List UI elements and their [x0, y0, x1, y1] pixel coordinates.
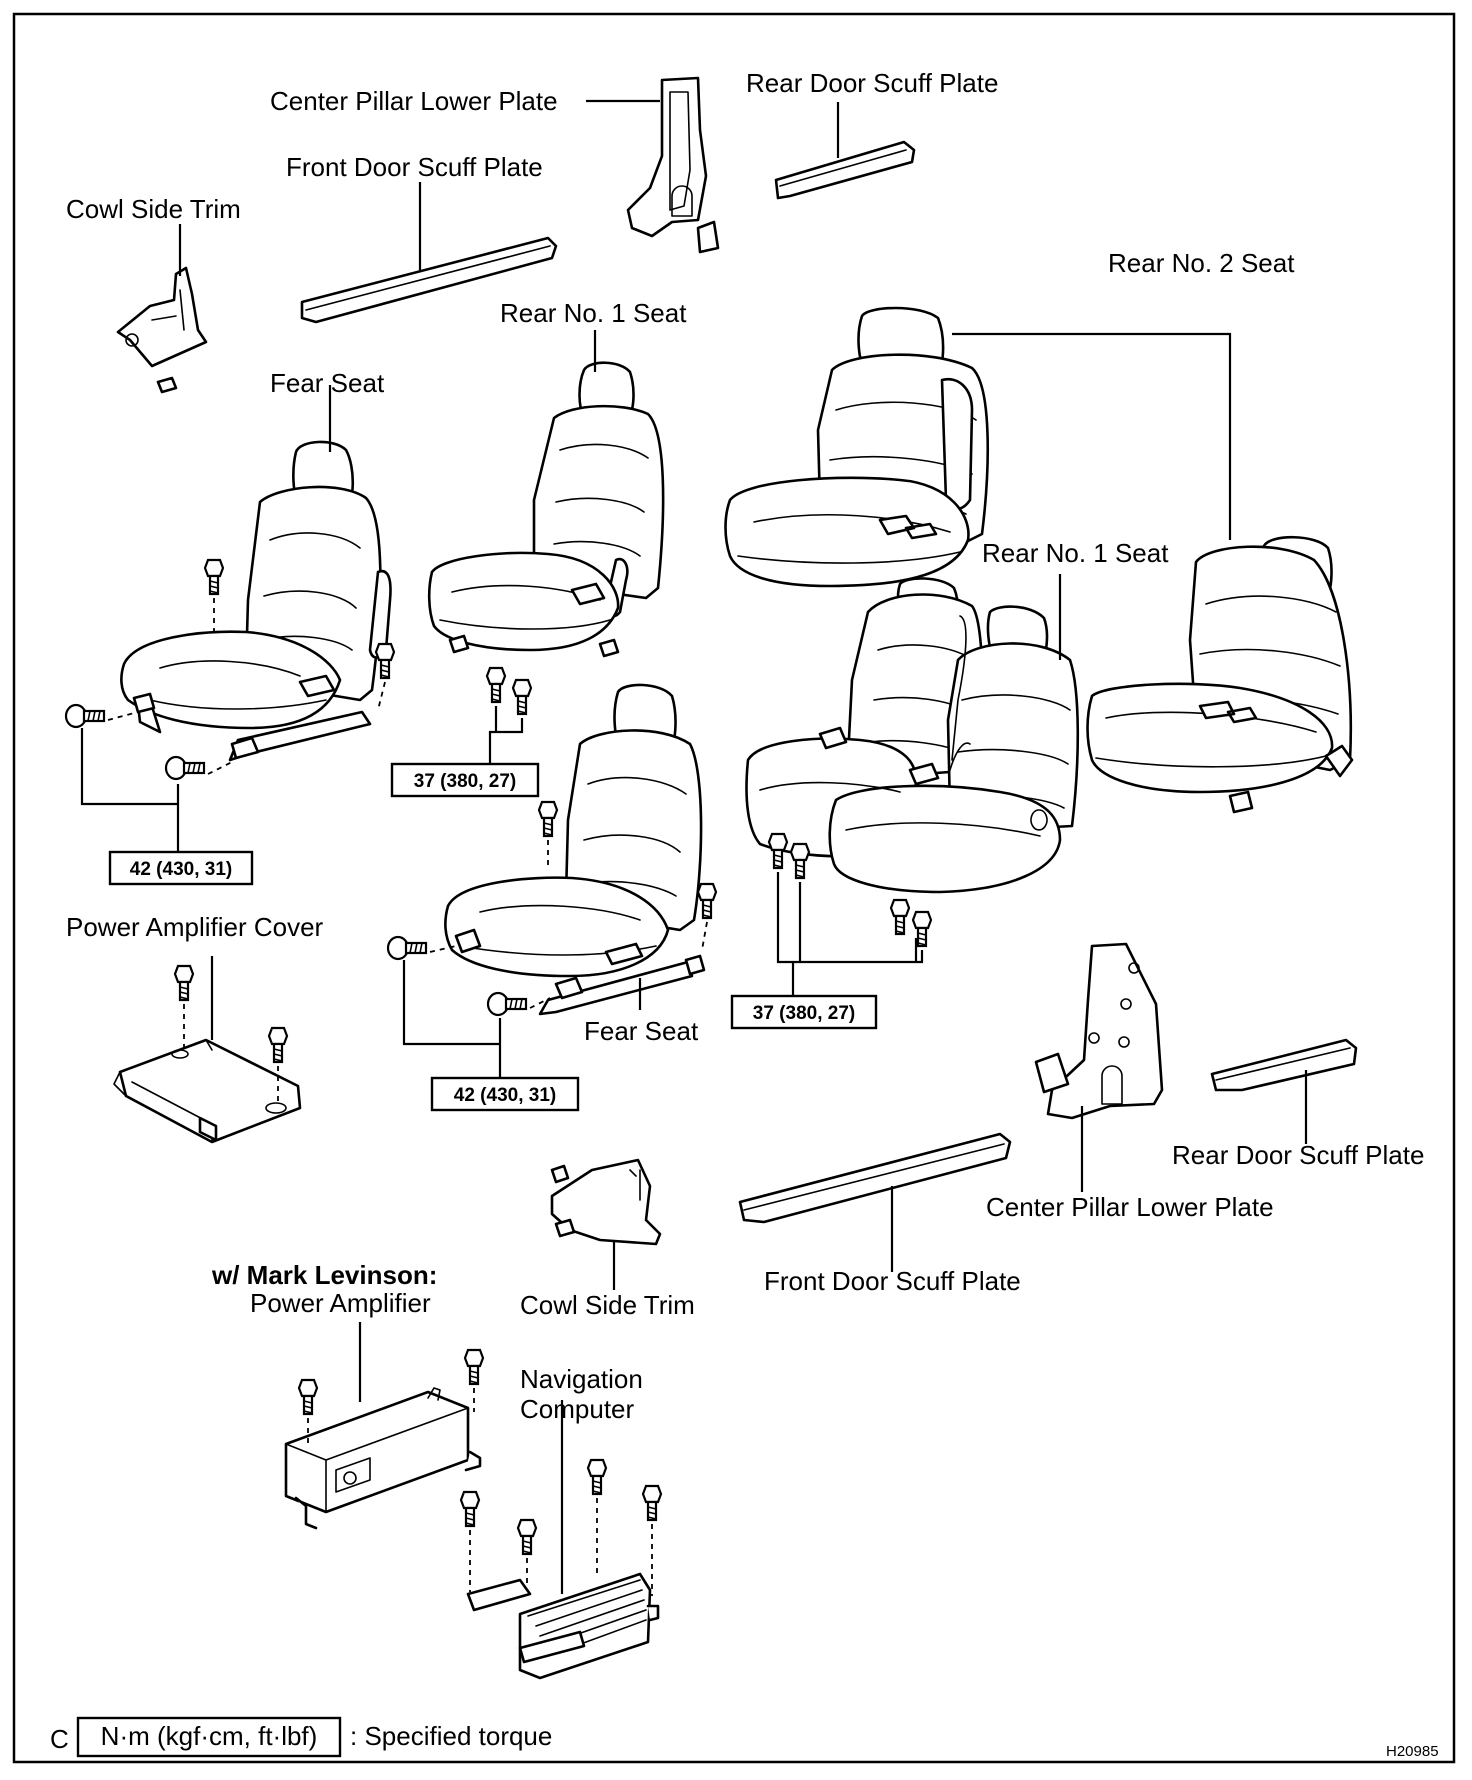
torque-box-left-seat — [108, 850, 254, 886]
legend-unit-box — [76, 1716, 342, 1758]
bolt-amp-cover-b — [267, 1026, 289, 1064]
bolt-center-seat-rear — [486, 991, 528, 1017]
fear-seat-left — [120, 440, 392, 762]
label-front-door-scuff-plate-top: Front Door Scuff Plate — [286, 152, 543, 182]
bolt-left-seat-rear — [164, 755, 206, 781]
power-amplifier — [284, 1387, 482, 1530]
torque-rear-no1-seat-top: 37 (380, 27) — [414, 771, 516, 792]
legend-marker: C — [50, 1724, 69, 1754]
rear-door-scuff-plate-top — [774, 140, 916, 200]
bolt-center-seat-front — [386, 935, 428, 961]
label-front-door-scuff-plate-bottom: Front Door Scuff Plate — [764, 1266, 1021, 1296]
rear-door-scuff-plate-bottom — [1210, 1038, 1358, 1092]
front-door-scuff-plate-bottom — [738, 1132, 1012, 1224]
diagram-frame — [12, 12, 1456, 1764]
torque-box-rear-no1-right — [730, 994, 878, 1030]
label-rear-no2-seat: Rear No. 2 Seat — [1108, 248, 1295, 278]
figure-code: H20985 — [1386, 1743, 1439, 1760]
bolt-center-seat-top — [537, 800, 559, 838]
label-center-pillar-lower-plate-bottom: Center Pillar Lower Plate — [986, 1192, 1274, 1222]
torque-box-rear-no1-top — [390, 762, 540, 798]
label-center-pillar-lower-plate-top: Center Pillar Lower Plate — [270, 86, 558, 116]
rear-no1-seat-top — [427, 361, 665, 658]
torque-left-seat: 42 (430, 31) — [130, 859, 232, 880]
label-mark-levinson: w/ Mark Levinson: — [211, 1260, 437, 1290]
rear-no2-seat-top — [724, 306, 990, 588]
legend-unit: N·m (kgf·cm, ft·lbf) — [101, 1721, 318, 1751]
center-pillar-lower-plate-bottom — [1034, 942, 1164, 1120]
bolt-power-amp-a — [297, 1378, 319, 1416]
bolt-left-seat-right — [374, 642, 396, 680]
bolt-left-seat-front — [64, 703, 106, 729]
fear-seat-center — [444, 683, 706, 1016]
label-cowl-side-trim-bottom: Cowl Side Trim — [520, 1290, 695, 1320]
rear-no2-seat-right — [1086, 535, 1354, 814]
bolt-left-seat-top — [203, 558, 225, 596]
bolt-amp-cover-a — [173, 964, 195, 1002]
bolt-rear-no1-top-b — [511, 678, 533, 716]
label-fear-seat-center: Fear Seat — [584, 1016, 699, 1046]
cowl-side-trim-bottom — [550, 1158, 662, 1246]
navigation-computer — [466, 1572, 660, 1680]
bolt-nav-c — [586, 1458, 608, 1496]
bolt-nav-b — [516, 1518, 538, 1556]
bolt-rear-no1-top-a — [485, 666, 507, 704]
bolt-rear-no1-right-a — [767, 832, 789, 870]
label-navigation-computer: Computer — [520, 1394, 634, 1424]
label-navigation: Navigation — [520, 1364, 643, 1394]
bolt-power-amp-b — [463, 1348, 485, 1386]
power-amplifier-cover — [113, 1038, 302, 1144]
cowl-side-trim-top — [116, 266, 208, 394]
torque-box-center-seat — [430, 1076, 580, 1112]
label-rear-no1-seat-right: Rear No. 1 Seat — [982, 538, 1169, 568]
bolt-rear-no1-right-b — [789, 842, 811, 880]
label-power-amplifier-cover: Power Amplifier Cover — [66, 912, 324, 942]
front-door-scuff-plate-top — [300, 236, 558, 324]
label-cowl-side-trim-top: Cowl Side Trim — [66, 194, 241, 224]
label-rear-door-scuff-plate-bottom: Rear Door Scuff Plate — [1172, 1140, 1424, 1170]
center-pillar-lower-plate-top — [626, 76, 720, 254]
bolt-center-seat-right — [696, 882, 718, 920]
bolt-nav-a — [459, 1490, 481, 1528]
torque-center-seat: 42 (430, 31) — [454, 1085, 556, 1106]
label-fear-seat-left: Fear Seat — [270, 368, 385, 398]
label-rear-door-scuff-plate-top: Rear Door Scuff Plate — [746, 68, 998, 98]
label-power-amplifier: Power Amplifier — [250, 1288, 431, 1318]
torque-rear-no1-seat-right: 37 (380, 27) — [753, 1003, 855, 1024]
label-rear-no1-seat-top: Rear No. 1 Seat — [500, 298, 687, 328]
legend-description: : Specified torque — [350, 1721, 552, 1751]
bolt-nav-d — [641, 1484, 663, 1522]
rear-no1-seat-right — [745, 577, 1080, 894]
bolt-rear-no1-right-c — [889, 898, 911, 936]
